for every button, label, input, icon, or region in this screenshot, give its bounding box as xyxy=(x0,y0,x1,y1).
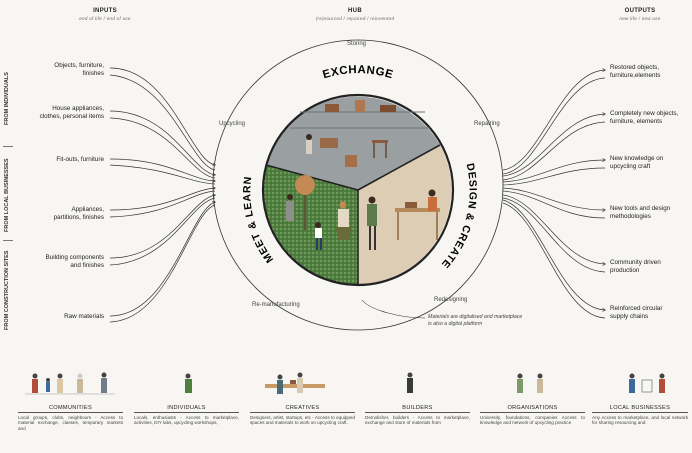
input-item-objects: Objects, furniture,finishes xyxy=(54,62,104,77)
persona-desc: Local groups, clubs, neighbours - Access… xyxy=(18,415,123,431)
side-divider-2 xyxy=(3,240,13,241)
input-item-fit-outs: Fit-outs, furniture xyxy=(56,156,104,163)
figure-individuals xyxy=(185,373,192,393)
persona-organisations: ORGANISATIONS University, foundations, c… xyxy=(480,405,585,426)
persona-desc: Locals, enthusiasts - Access to marketpl… xyxy=(134,415,239,426)
digital-platform-note: Materials are digitalised and marketplac… xyxy=(428,314,523,327)
persona-name: CREATIVES xyxy=(250,405,355,413)
input-item-raw-materials: Raw materials xyxy=(64,313,104,320)
persona-desc: University, foundations, companies Acces… xyxy=(480,415,585,426)
output-item-restored: Restored objects,furniture,elements xyxy=(610,64,661,79)
hub-title: HUB xyxy=(348,8,362,14)
persona-communities: COMMUNITIES Local groups, clubs, neighbo… xyxy=(18,405,123,431)
persona-desc: Designers, artist, startups, etc - Acces… xyxy=(250,415,355,426)
segment-exchange xyxy=(266,96,440,190)
input-arrows xyxy=(109,67,215,323)
figure-creatives xyxy=(265,372,325,394)
ring-label-remanufacturing: Re-manufacturing xyxy=(252,302,300,308)
figure-communities xyxy=(25,372,115,395)
inputs-header: INPUTS end of life / end of use xyxy=(60,8,150,21)
figure-organisations xyxy=(517,373,543,393)
persona-desc: Any Access to marketplace, and local net… xyxy=(592,415,688,426)
figure-builders xyxy=(407,372,413,393)
persona-desc: Demolisher, builders - Access to marketp… xyxy=(365,415,470,426)
outputs-header: OUTPUTS new life / new use xyxy=(600,8,680,21)
persona-local-businesses: LOCAL BUSINESSES Any Access to marketpla… xyxy=(592,405,688,426)
meet-illustration xyxy=(286,175,351,250)
segment-label-exchange: EXCHANGE xyxy=(321,64,394,81)
persona-name: INDIVIDUALS xyxy=(134,405,239,413)
personas-figures xyxy=(25,372,665,395)
inputs-title: INPUTS xyxy=(93,8,117,14)
hub-header: HUB (re)sourced / repaired / reinvented xyxy=(300,8,410,21)
persona-name: COMMUNITIES xyxy=(18,405,123,413)
input-item-appliances: Appliances,partitions, finishes xyxy=(53,206,104,221)
persona-builders: BUILDERS Demolisher, builders - Access t… xyxy=(365,405,470,426)
hub-diagram: EXCHANGE DESIGN & CREATE MEET & LEARN xyxy=(109,39,692,331)
persona-creatives: CREATIVES Designers, artist, startups, e… xyxy=(250,405,355,426)
outputs-subtitle: new life / new use xyxy=(619,16,661,21)
ring-label-repairing: Repairing xyxy=(474,121,500,127)
segment-meet xyxy=(262,165,358,286)
input-item-house-appliances: House appliances,clothes, personal items xyxy=(39,105,104,120)
side-divider-1 xyxy=(3,146,13,147)
hub-subtitle: (re)sourced / repaired / reinvented xyxy=(315,16,395,21)
ring-label-upcycling: Upcycling xyxy=(219,121,246,127)
ring-label-storing: Storing xyxy=(347,41,367,47)
ring-label-redesigning: Redesigning xyxy=(434,297,468,303)
output-arrows xyxy=(502,70,605,319)
note-leader xyxy=(361,299,426,319)
exchange-illustration xyxy=(290,100,430,167)
design-illustration xyxy=(367,189,440,250)
hub-circle xyxy=(261,93,455,287)
inputs-subtitle: end of life / end of use xyxy=(79,16,131,21)
output-item-new-objects: Completely new objects,furniture, elemen… xyxy=(610,110,679,125)
segment-design xyxy=(358,145,452,285)
persona-name: BUILDERS xyxy=(365,405,470,413)
outputs-title: OUTPUTS xyxy=(624,8,656,14)
persona-individuals: INDIVIDUALS Locals, enthusiasts - Access… xyxy=(134,405,239,426)
figure-local-businesses xyxy=(629,373,665,393)
persona-name: LOCAL BUSINESSES xyxy=(592,405,688,413)
persona-name: ORGANISATIONS xyxy=(480,405,585,413)
